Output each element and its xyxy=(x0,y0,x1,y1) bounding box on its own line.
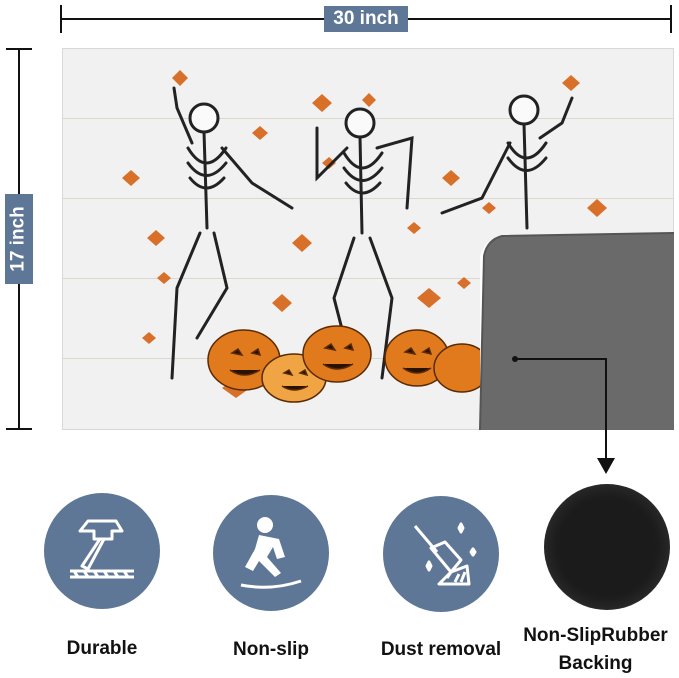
doormat-artwork xyxy=(122,70,674,430)
skeleton-figures xyxy=(170,86,574,380)
backing-pointer-line-v xyxy=(605,358,607,462)
hammer-icon xyxy=(70,519,134,579)
rubber-backing-label-line1: Non-SlipRubber xyxy=(523,625,668,646)
skeleton-left xyxy=(170,86,294,380)
dust-removal-label: Dust removal xyxy=(380,639,502,660)
broom-icon xyxy=(413,522,477,586)
dust-removal-badge xyxy=(383,496,499,612)
width-label: 30 inch xyxy=(324,6,408,32)
rubber-backing-swatch xyxy=(544,484,670,610)
pumpkins xyxy=(207,325,491,403)
arrow-down-icon xyxy=(597,458,615,474)
doormat-image xyxy=(62,48,674,430)
rubber-backing-label: Non-SlipRubber Backing xyxy=(512,622,679,678)
backing-pointer-line-h xyxy=(515,358,607,360)
width-dimension: 30 inch xyxy=(60,5,672,33)
folded-corner xyxy=(479,232,674,430)
durable-label: Durable xyxy=(66,638,138,659)
height-dimension: 17 inch xyxy=(2,48,36,430)
height-label-box: 17 inch xyxy=(5,194,33,284)
rubber-backing-label-line2: Backing xyxy=(558,653,633,674)
durable-badge xyxy=(44,493,160,609)
non-slip-label: Non-slip xyxy=(233,639,309,660)
plank-line xyxy=(62,278,674,279)
height-label: 17 inch xyxy=(8,206,30,272)
non-slip-badge xyxy=(213,495,329,611)
slip-person-icon xyxy=(240,517,302,589)
skeleton-right xyxy=(440,94,574,230)
plank-line xyxy=(62,198,674,199)
